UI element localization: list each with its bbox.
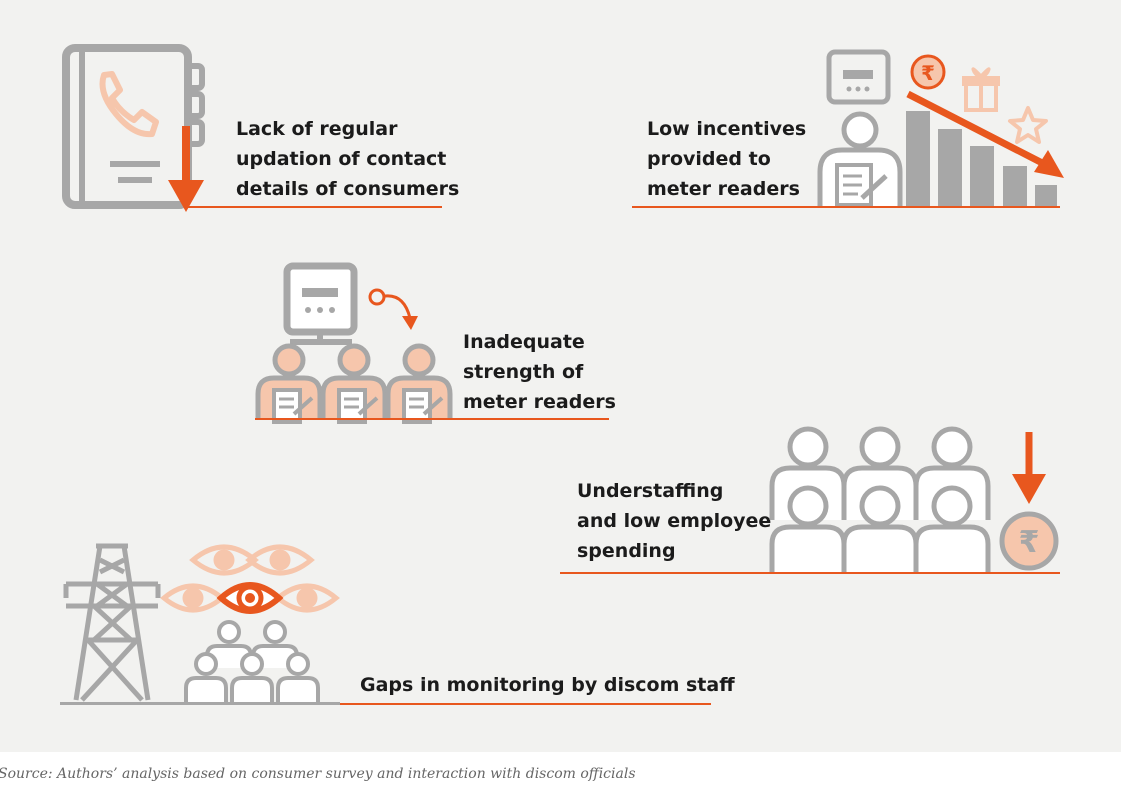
label-line: meter readers — [647, 178, 800, 200]
label-line: Low incentives — [647, 118, 807, 140]
incentives-label: Low incentives provided to meter readers — [647, 114, 806, 204]
meter-readers-shortage-icon — [255, 262, 453, 424]
contact-details-label: Lack of regular updation of contact deta… — [236, 114, 459, 204]
surveillance-eyes-icon — [160, 544, 340, 614]
monitoring-rule — [340, 703, 711, 705]
label-line: provided to — [647, 148, 771, 170]
address-book-icon — [62, 44, 205, 212]
discom-staff-group-icon — [184, 620, 320, 702]
infographic-panel: Lack of regular updation of contact deta… — [0, 0, 1121, 752]
monitoring-label: Gaps in monitoring by discom staff — [360, 670, 735, 700]
label-line: Understaffing — [577, 480, 724, 502]
label-line: Inadequate — [463, 331, 585, 353]
label-line: and low employee — [577, 510, 772, 532]
label-line: Gaps in monitoring by discom staff — [360, 674, 735, 696]
label-line: updation of contact — [236, 148, 447, 170]
label-line: details of consumers — [236, 178, 460, 200]
staff-spending-icon: ₹ — [769, 426, 1059, 574]
contact-details-rule — [185, 206, 442, 208]
understaffing-rule — [560, 572, 1060, 574]
label-line: spending — [577, 540, 676, 562]
meter-reader-incentives-icon: ₹ — [817, 49, 1064, 207]
label-line: Lack of regular — [236, 118, 398, 140]
understaffing-rupee-symbol: ₹ — [1019, 525, 1040, 560]
strength-label: Inadequate strength of meter readers — [463, 327, 616, 417]
source-note: Source: Authors’ analysis based on consu… — [0, 766, 636, 782]
transmission-tower-icon — [63, 543, 161, 702]
strength-rule — [255, 418, 609, 420]
understaffing-label: Understaffing and low employee spending — [577, 476, 771, 566]
label-line: meter readers — [463, 391, 616, 413]
monitoring-ground-line — [60, 702, 340, 705]
incentives-rupee-symbol: ₹ — [921, 61, 935, 85]
label-line: strength of — [463, 361, 584, 383]
incentives-rule — [632, 206, 1060, 208]
